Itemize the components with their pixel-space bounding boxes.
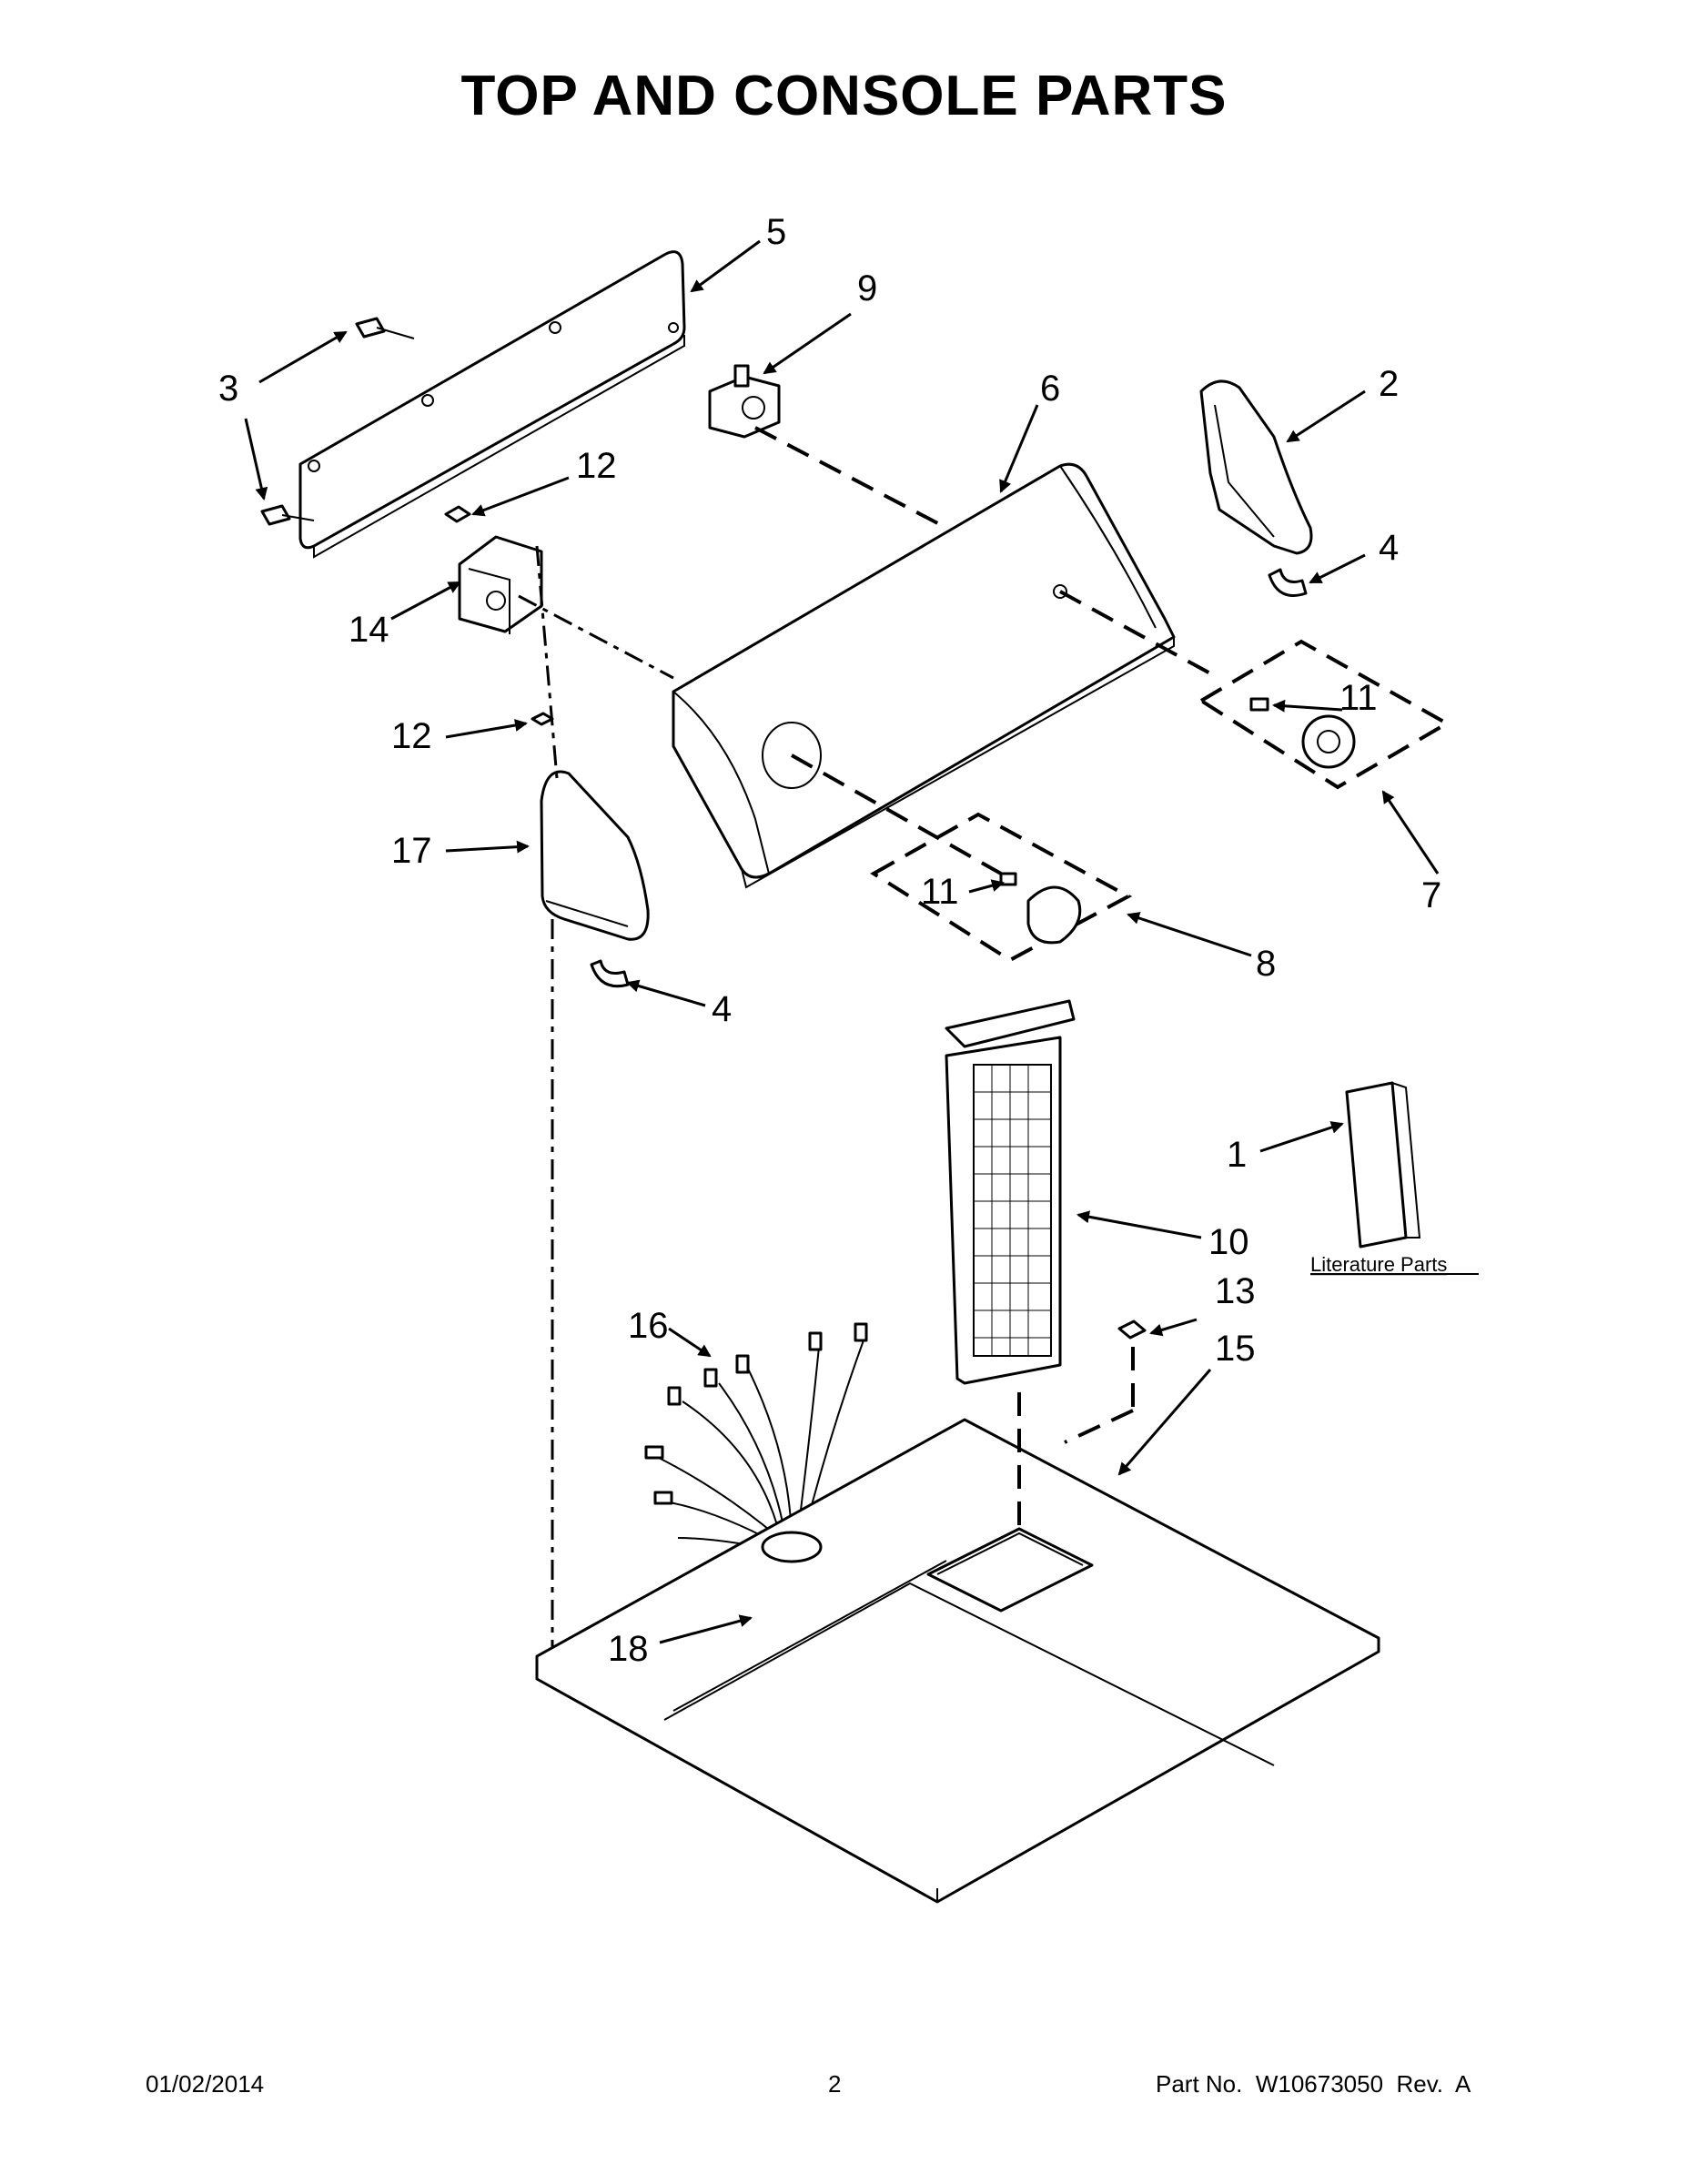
callout-8: 8 (1256, 944, 1276, 984)
callout-labels: 5 9 3 6 2 12 4 14 11 12 17 11 7 8 4 1 10… (218, 212, 1479, 1669)
part-2-end-cap (1199, 379, 1313, 555)
part-6-console (672, 462, 1176, 889)
callout-4-right: 4 (1379, 528, 1399, 568)
part-4-clip-left (590, 959, 630, 988)
callout-11-right: 11 (1339, 678, 1378, 718)
callout-10: 10 (1208, 1222, 1249, 1262)
connector-lines (518, 426, 1211, 1647)
callout-17: 17 (391, 831, 432, 871)
callout-12-left: 12 (391, 716, 432, 756)
callout-14: 14 (349, 610, 389, 650)
callout-1: 1 (1227, 1135, 1247, 1175)
footer-part-number: Part No. W10673050 Rev. A (1156, 2070, 1471, 2098)
part-12-screw-left (531, 712, 554, 726)
part-13-screw (1117, 1320, 1147, 1340)
callout-9: 9 (857, 268, 877, 308)
leader-lines (244, 239, 1440, 1644)
callout-6: 6 (1040, 369, 1060, 409)
literature-parts-label: Literature Parts (1310, 1253, 1447, 1276)
callout-18: 18 (608, 1629, 649, 1669)
part-15-top-panel (535, 1418, 1380, 1904)
callout-2: 2 (1379, 364, 1399, 404)
callout-7: 7 (1421, 875, 1441, 915)
callout-13: 13 (1215, 1271, 1256, 1311)
part-8-knob-assembly (870, 812, 1133, 963)
callout-15: 15 (1215, 1329, 1256, 1369)
callout-11-left: 11 (921, 872, 959, 912)
callout-3: 3 (218, 369, 238, 409)
part-1-literature (1345, 1081, 1421, 1249)
callout-12-top: 12 (576, 446, 617, 486)
part-7-knob-assembly (1198, 639, 1451, 790)
footer-page-number: 2 (828, 2070, 842, 2098)
part-12-screw-top (444, 505, 471, 523)
page-title: TOP AND CONSOLE PARTS (460, 65, 1228, 127)
callout-16: 16 (628, 1306, 669, 1346)
footer-date: 01/02/2014 (146, 2070, 265, 2098)
part-3-screws (260, 317, 415, 526)
filter-mesh (974, 1065, 1051, 1356)
part-4-clip-right (1268, 568, 1308, 597)
part-17-end-cap (540, 770, 650, 941)
callout-5: 5 (766, 212, 786, 252)
part-14-timer (458, 535, 543, 634)
callout-4-left: 4 (712, 989, 732, 1029)
part-5-rear-panel (298, 250, 686, 559)
part-10-lint-filter (945, 999, 1076, 1385)
part-9-switch (708, 364, 781, 439)
